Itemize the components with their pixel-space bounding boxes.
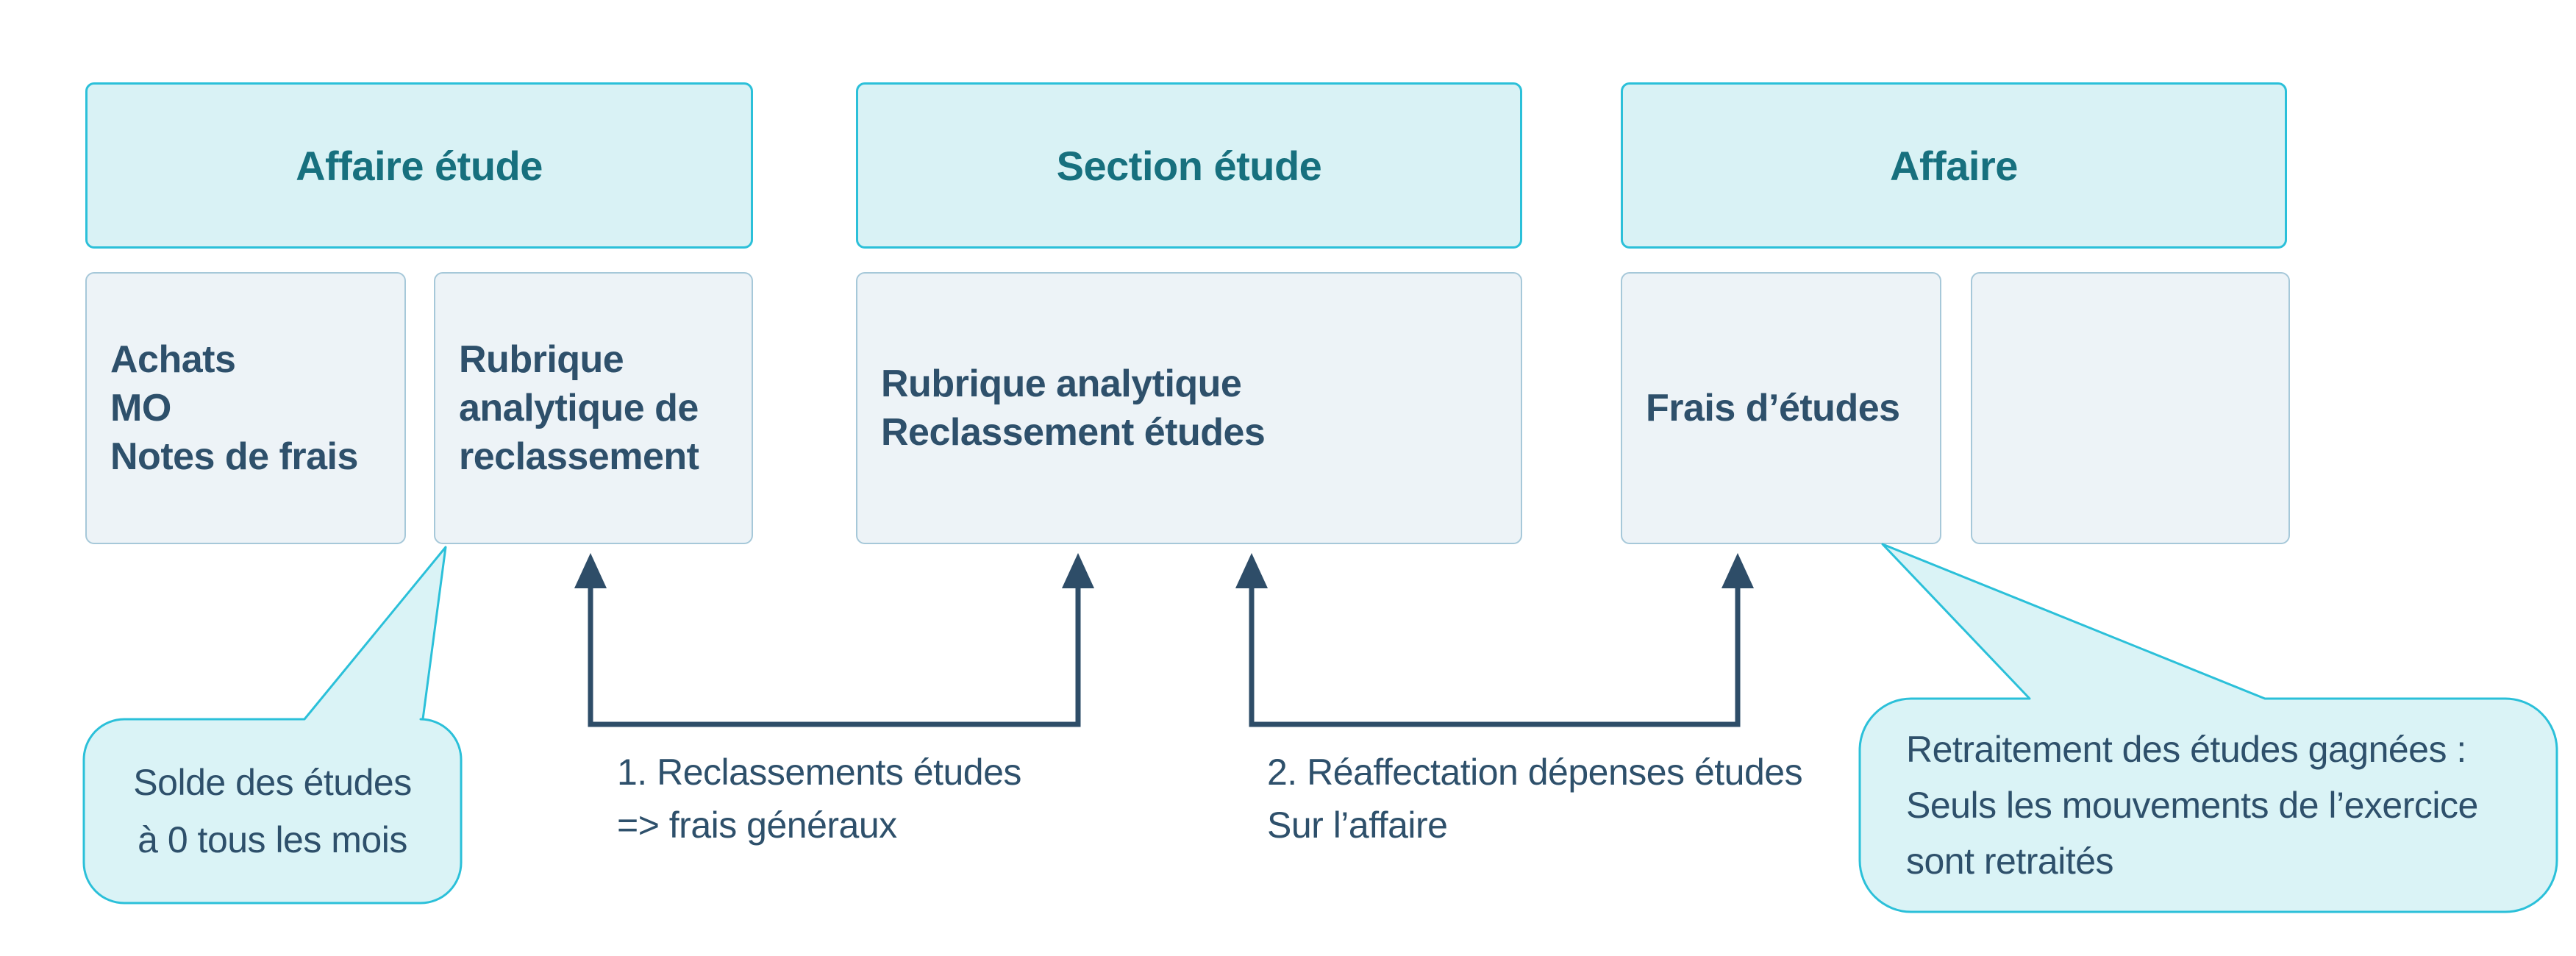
callout-left-bubble [82,546,463,905]
box-rubrique-analytique-reclassement: Rubrique analytique de reclassement [434,272,753,544]
callout-line: sont retraités [1906,841,2114,882]
flow-label-reclassements: 1. Reclassements études => frais générau… [617,746,1021,852]
box-frais-etudes: Frais d’études [1621,272,1941,544]
box-affaire-etude-items: Achats MO Notes de frais [85,272,406,544]
up-arrow-icon [574,553,607,588]
header-title: Affaire [1890,142,2018,189]
callout-line: Retraitement des études gagnées : [1906,729,2466,770]
callout-right-text: Retraitement des études gagnées : Seuls … [1906,721,2524,889]
header-box-affaire-etude: Affaire étude [85,82,753,249]
flow-label-line: 2. Réaffectation dépenses études [1267,752,1803,793]
header-box-affaire: Affaire [1621,82,2287,249]
flow-label-line: => frais généraux [617,805,897,846]
callout-line: à 0 tous les mois [138,819,407,860]
box-line: Notes de frais [110,435,358,478]
header-title: Affaire étude [296,142,543,189]
header-box-section-etude: Section étude [856,82,1522,249]
box-line: Reclassement études [881,411,1266,454]
flow-arrow-1 [574,553,1094,727]
flow-label-line: Sur l’affaire [1267,805,1448,846]
box-line: reclassement [459,435,699,478]
box-line: Rubrique [459,338,624,381]
box-line: MO [110,387,171,429]
up-arrow-icon [1062,553,1094,588]
up-arrow-icon [1722,553,1754,588]
flow-arrow-2 [1235,553,1754,727]
callout-right-bubble [1858,543,2558,913]
box-line: analytique de [459,387,699,429]
box-line: Frais d’études [1646,387,1900,429]
callout-line: Solde des études [133,762,412,803]
callout-line: Seuls les mouvements de l’exercice [1906,785,2478,826]
box-line: Rubrique analytique [881,363,1242,405]
up-arrow-icon [1235,553,1268,588]
box-empty [1971,272,2290,544]
header-title: Section étude [1056,142,1322,189]
flow-label-line: 1. Reclassements études [617,752,1021,793]
box-rubrique-reclassement-etudes: Rubrique analytique Reclassement études [856,272,1522,544]
callout-left-text: Solde des études à 0 tous les mois [84,719,461,903]
flow-label-reaffectation: 2. Réaffectation dépenses études Sur l’a… [1267,746,1803,852]
box-line: Achats [110,338,236,381]
